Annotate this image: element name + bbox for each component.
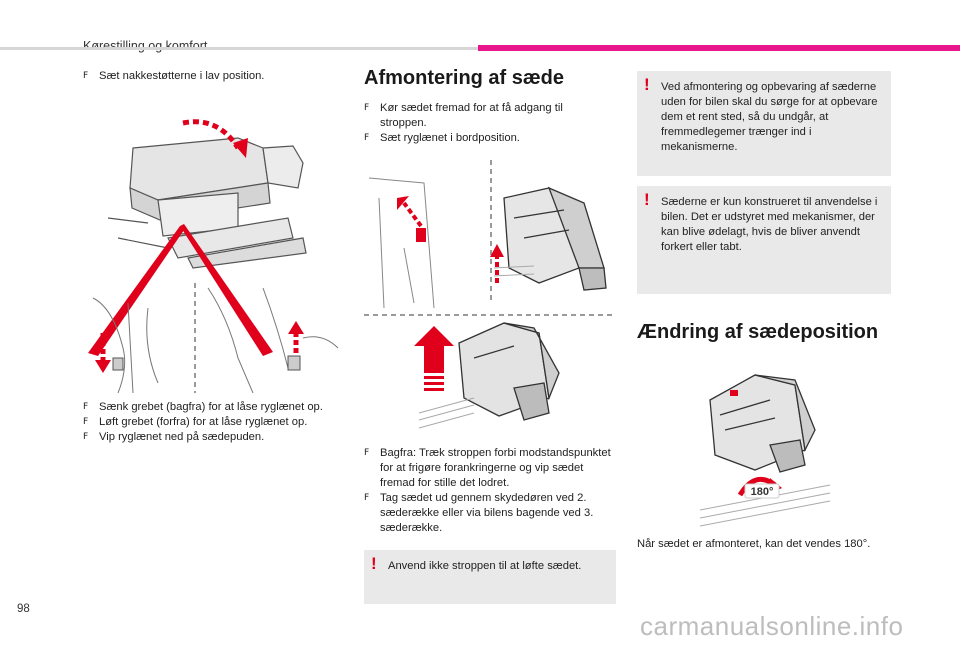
chapter-title: Kørestilling og komfort: [83, 39, 208, 53]
warning-icon: !: [371, 554, 377, 573]
warning-note-storage: ! Ved afmontering og opbevaring af sæder…: [637, 71, 891, 176]
header-accent-bar: [478, 45, 960, 51]
warning-note-strap: ! Anvend ikke stroppen til at løfte sæde…: [364, 550, 616, 604]
warning-note-usage: ! Sæderne er kun konstrueret til anvende…: [637, 186, 891, 294]
page-number: 98: [17, 603, 30, 615]
seat-rotation-illustration: 180°: [700, 374, 831, 527]
warning-icon: !: [644, 75, 650, 94]
header-rule: [0, 47, 478, 50]
section-heading-removal: Afmontering af sæde: [364, 67, 565, 89]
rotation-label: 180°: [751, 486, 774, 498]
rotation-caption: Når sædet er afmonteret, kan det vendes …: [637, 538, 871, 550]
section-heading-position: Ændring af sædeposition: [637, 321, 879, 343]
warning-icon: !: [644, 190, 650, 209]
seat-fold-illustration: [88, 119, 343, 393]
seat-removal-illustration: [364, 160, 614, 429]
watermark: carmanualsonline.info: [640, 611, 904, 641]
